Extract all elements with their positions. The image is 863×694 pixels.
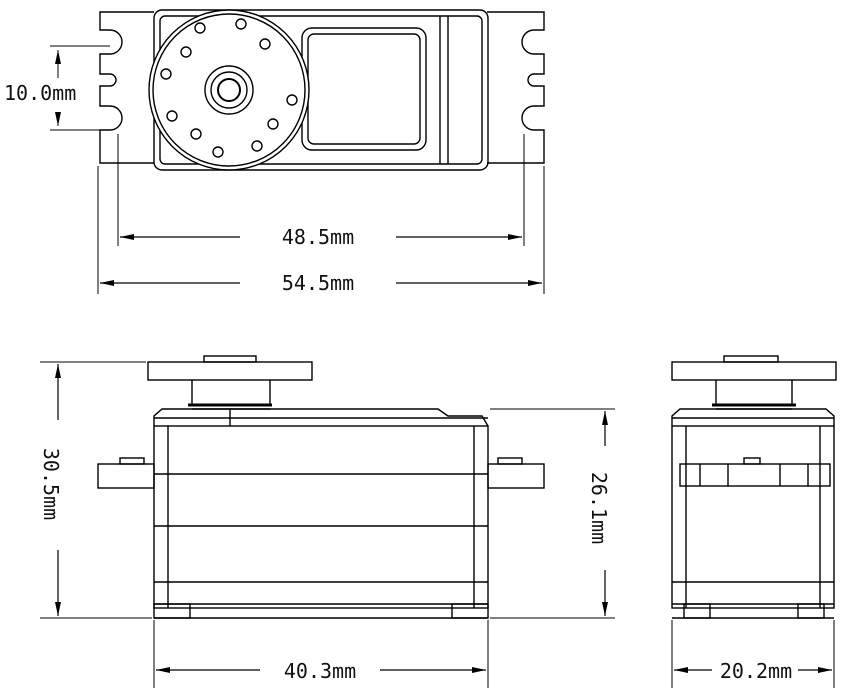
servo-horn bbox=[148, 9, 310, 171]
front-body bbox=[153, 425, 489, 609]
horn-holes bbox=[160, 18, 298, 158]
dim-total-height: 30.5mm bbox=[39, 448, 63, 520]
dim-overall-length: 54.5mm bbox=[282, 271, 354, 295]
dim-body-height: 26.1mm bbox=[587, 472, 611, 544]
front-view bbox=[40, 355, 615, 688]
dim-body-length: 40.3mm bbox=[284, 659, 356, 683]
top-view bbox=[50, 9, 545, 294]
side-view bbox=[671, 355, 837, 688]
front-left-tab bbox=[97, 463, 155, 489]
front-horn-plate bbox=[147, 361, 313, 381]
case-window bbox=[301, 27, 427, 151]
right-mount-ear bbox=[487, 11, 545, 164]
front-right-tab bbox=[487, 463, 545, 489]
dim-body-width: 20.2mm bbox=[720, 659, 792, 683]
side-body bbox=[671, 425, 835, 609]
dim-top-height: 10.0mm bbox=[4, 81, 76, 105]
left-mount-ear bbox=[99, 11, 154, 164]
dim-hole-spacing: 48.5mm bbox=[282, 225, 354, 249]
